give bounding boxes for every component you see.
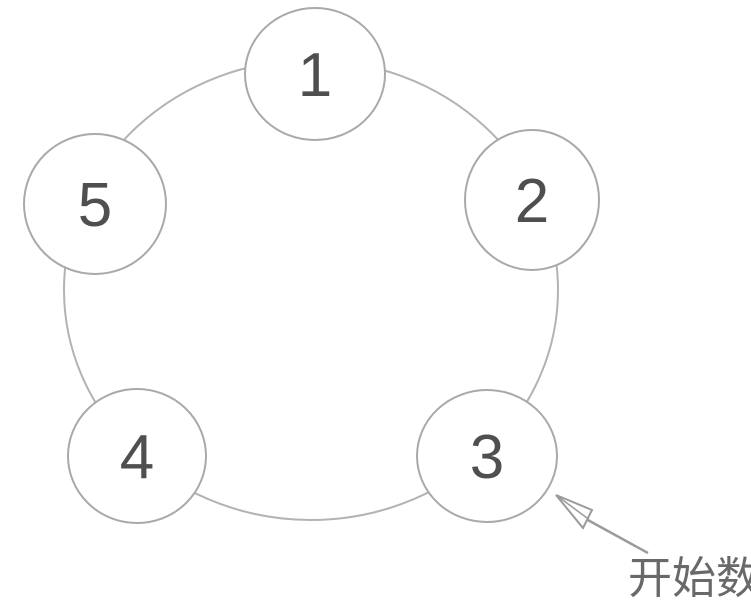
node-5: 5 <box>23 133 167 275</box>
node-3: 3 <box>416 389 558 523</box>
start-arrow <box>555 494 649 555</box>
node-4: 4 <box>67 388 207 524</box>
node-1-label: 1 <box>298 41 332 110</box>
node-2-circle <box>464 129 600 271</box>
start-annotation-label: 开始数 <box>628 554 751 603</box>
node-4-label: 4 <box>120 423 154 492</box>
arrowhead-icon <box>555 494 594 530</box>
node-2-label: 2 <box>515 167 549 236</box>
arrow-crease-line <box>555 494 588 519</box>
node-4-circle <box>67 388 207 524</box>
node-3-label: 3 <box>470 423 504 492</box>
node-1: 1 <box>244 7 386 141</box>
arrow-shaft <box>585 517 649 555</box>
node-1-circle <box>244 7 386 141</box>
node-2: 2 <box>464 129 600 271</box>
node-5-label: 5 <box>78 171 112 240</box>
node-5-circle <box>23 133 167 275</box>
node-3-circle <box>416 389 558 523</box>
